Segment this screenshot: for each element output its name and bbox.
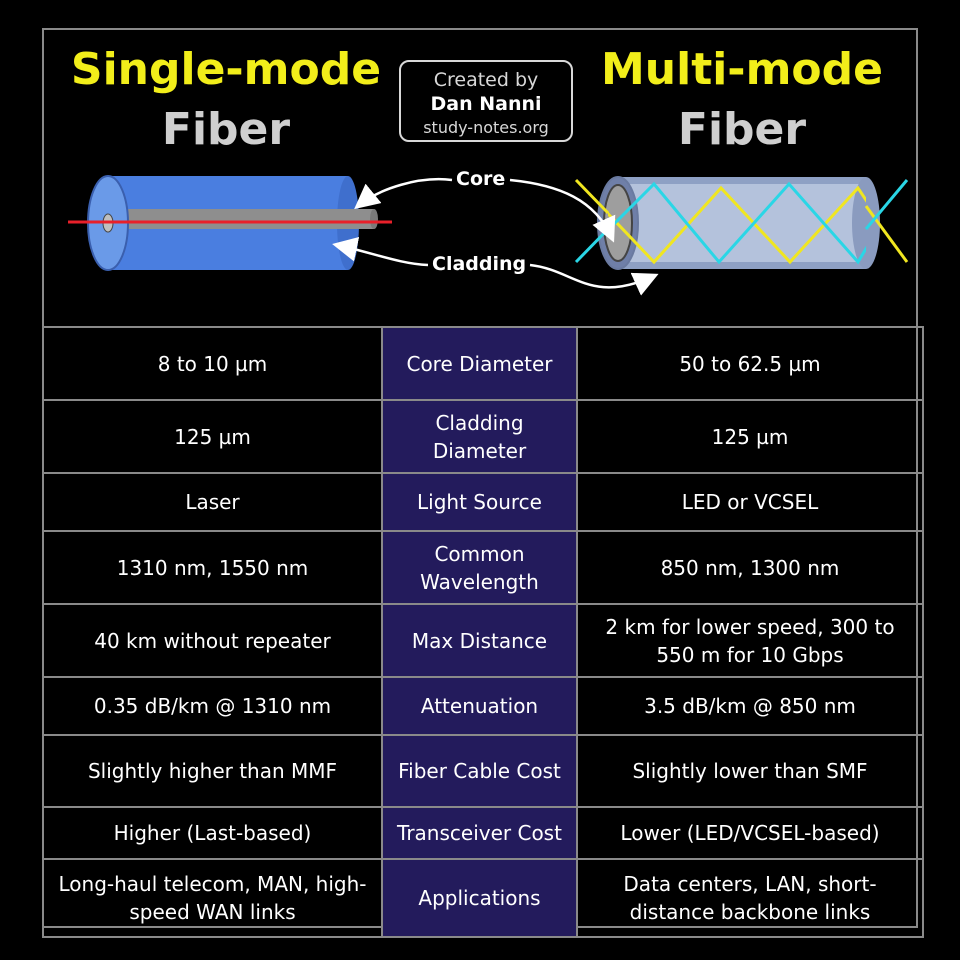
website: study-notes.org — [423, 118, 549, 137]
multi-mode-title: Multi-mode — [601, 44, 883, 95]
cladding-arrow-left — [332, 236, 429, 267]
single-mode-value: Slightly higher than MMF — [42, 734, 383, 808]
author-name: Dan Nanni — [430, 93, 542, 115]
single-mode-value: 0.35 dB/km @ 1310 nm — [42, 676, 383, 736]
multi-mode-value: 50 to 62.5 µm — [576, 326, 924, 401]
single-mode-subtitle: Fiber — [161, 104, 291, 155]
comparison-table: 8 to 10 µm Core Diameter 50 to 62.5 µm 1… — [42, 326, 924, 938]
row-label: Transceiver Cost — [381, 806, 578, 860]
multi-mode-value: Lower (LED/VCSEL-based) — [576, 806, 924, 860]
multi-mode-value: 3.5 dB/km @ 850 nm — [576, 676, 924, 736]
multi-mode-value: 2 km for lower speed, 300 to 550 m for 1… — [576, 603, 924, 678]
fiber-illustration — [68, 175, 909, 296]
single-mode-value: Laser — [42, 472, 383, 532]
multi-mode-value: 125 µm — [576, 399, 924, 474]
row-label: Attenuation — [381, 676, 578, 736]
single-mode-fiber-icon — [68, 175, 392, 271]
row-label: Fiber Cable Cost — [381, 734, 578, 808]
core-arrow-right — [509, 178, 616, 243]
single-mode-value: Higher (Last-based) — [42, 806, 383, 860]
table-row: Long-haul telecom, MAN, high-speed WAN l… — [42, 858, 924, 938]
cladding-label: Cladding — [432, 253, 527, 275]
row-label: Max Distance — [381, 603, 578, 678]
multi-mode-value: Data centers, LAN, short-distance backbo… — [576, 858, 924, 938]
credit-line: Created by — [433, 69, 539, 91]
table-row: 125 µm Cladding Diameter 125 µm — [42, 399, 924, 474]
single-mode-value: 40 km without repeater — [42, 603, 383, 678]
single-mode-value: Long-haul telecom, MAN, high-speed WAN l… — [42, 858, 383, 938]
single-mode-value: 8 to 10 µm — [42, 326, 383, 401]
table-row: Laser Light Source LED or VCSEL — [42, 472, 924, 532]
cladding-arrow-right — [529, 263, 659, 296]
core-label: Core — [456, 168, 506, 190]
multi-mode-fiber-icon — [574, 176, 909, 270]
row-label: Common Wavelength — [381, 530, 578, 605]
core-arrow-left — [354, 178, 453, 210]
row-label: Applications — [381, 858, 578, 938]
multi-mode-value: LED or VCSEL — [576, 472, 924, 532]
single-mode-value: 1310 nm, 1550 nm — [42, 530, 383, 605]
credit-box: Created by Dan Nanni study-notes.org — [399, 60, 573, 142]
table-row: 0.35 dB/km @ 1310 nm Attenuation 3.5 dB/… — [42, 676, 924, 736]
table-row: 8 to 10 µm Core Diameter 50 to 62.5 µm — [42, 326, 924, 401]
row-label: Core Diameter — [381, 326, 578, 401]
row-label: Light Source — [381, 472, 578, 532]
table-row: Slightly higher than MMF Fiber Cable Cos… — [42, 734, 924, 808]
table-row: Higher (Last-based) Transceiver Cost Low… — [42, 806, 924, 860]
multi-mode-subtitle: Fiber — [677, 104, 807, 155]
single-mode-value: 125 µm — [42, 399, 383, 474]
multi-mode-value: 850 nm, 1300 nm — [576, 530, 924, 605]
single-mode-title: Single-mode — [70, 44, 382, 95]
table-row: 1310 nm, 1550 nm Common Wavelength 850 n… — [42, 530, 924, 605]
row-label: Cladding Diameter — [381, 399, 578, 474]
multi-mode-value: Slightly lower than SMF — [576, 734, 924, 808]
table-row: 40 km without repeater Max Distance 2 km… — [42, 603, 924, 678]
